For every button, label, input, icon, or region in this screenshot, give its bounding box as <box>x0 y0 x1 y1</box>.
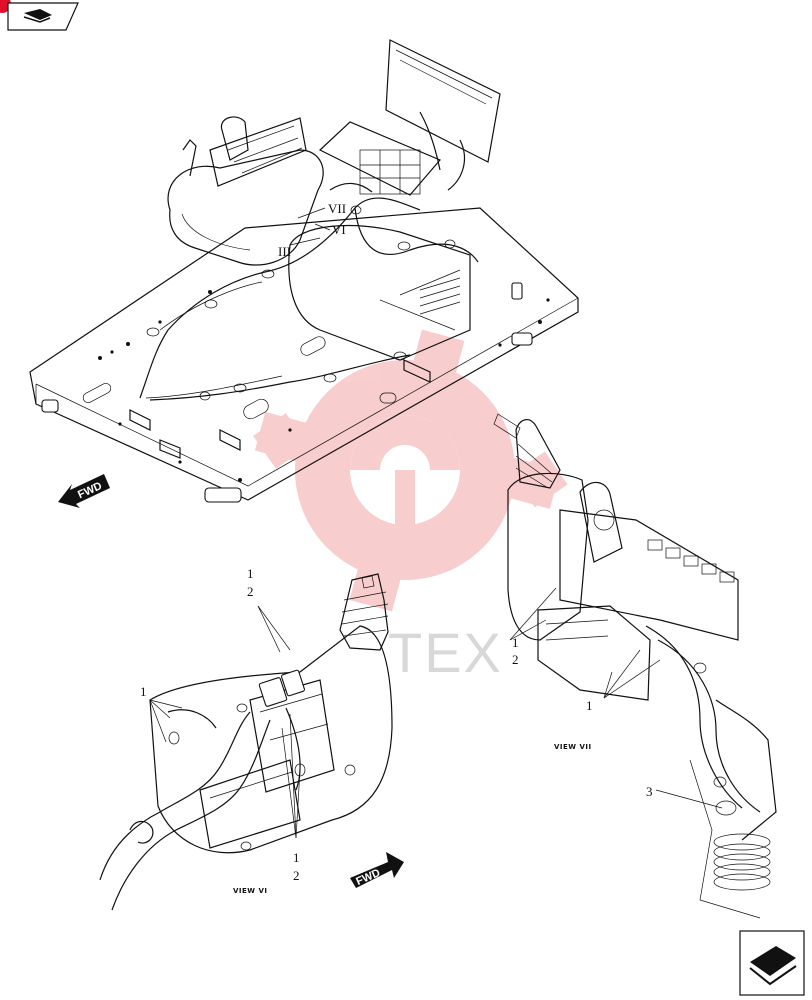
platform-assembly: VII VI III <box>29 39 579 503</box>
svg-text:FWD: FWD <box>354 867 382 888</box>
view-vi-callout-2-top: 2 <box>247 584 254 599</box>
view-vi-callout-1-bottom: 1 <box>293 850 300 865</box>
watermark-logo <box>253 329 568 612</box>
watermark-text: TEX <box>388 621 503 684</box>
view-vi-callout-1-top: 1 <box>247 566 254 581</box>
view-callout-vi: VI <box>332 222 346 237</box>
fwd-arrow-top: FWD <box>58 474 110 508</box>
view-vii-caption: VIEW VII <box>554 743 592 751</box>
view-vi-detail: 1 2 1 1 2 VIEW VI <box>99 566 393 911</box>
view-vii-callout-1-bottom: 1 <box>586 698 593 713</box>
view-vi-callout-2-bottom: 2 <box>293 868 300 883</box>
header-badge[interactable] <box>0 0 79 31</box>
view-callout-vii: VII <box>328 201 346 216</box>
view-callout-iii: III <box>278 244 291 259</box>
fwd-arrow-bottom: FWD <box>350 852 404 888</box>
svg-text:FWD: FWD <box>76 480 104 501</box>
view-vi-callout-1-left: 1 <box>140 684 147 699</box>
view-vii-callout-3: 3 <box>646 784 653 799</box>
view-vii-callout-2-top: 2 <box>512 652 519 667</box>
view-vii-callout-1-top: 1 <box>512 635 519 650</box>
footer-nav-badge[interactable] <box>739 930 805 996</box>
view-vii-detail: 1 2 1 3 VIEW VII <box>493 413 777 919</box>
nav-arrow-icon <box>749 946 797 986</box>
book-arrow-icon <box>23 9 52 23</box>
view-vi-caption: VIEW VI <box>233 887 267 895</box>
